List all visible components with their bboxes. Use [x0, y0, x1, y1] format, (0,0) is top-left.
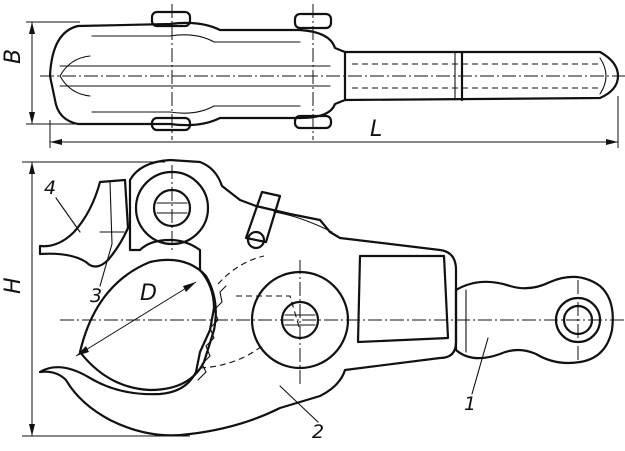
dimension-l: L	[49, 96, 619, 148]
top-bolt-head-1	[150, 10, 192, 28]
top-view	[40, 4, 625, 140]
dimension-h: H	[1, 161, 190, 437]
callout-4: 4	[44, 177, 56, 199]
lower-jaw-body	[38, 158, 458, 437]
cutting-cavity	[78, 258, 217, 392]
side-view	[38, 158, 625, 437]
side-handle	[454, 275, 614, 365]
dimension-b-label: B	[1, 49, 26, 64]
dimension-l-label: L	[370, 117, 382, 142]
dimension-d: D	[75, 281, 197, 357]
upper-jaw	[38, 178, 130, 268]
top-view-head-outline	[48, 21, 347, 127]
dimension-d-label: D	[140, 281, 157, 306]
dimension-b: B	[1, 21, 80, 125]
body-window	[356, 254, 450, 344]
callouts: 4 3 2 1	[44, 177, 489, 443]
pawl-lever	[244, 190, 282, 244]
bottom-bolt-head-1	[150, 116, 192, 132]
callout-2: 2	[312, 421, 324, 443]
callout-1: 1	[464, 393, 476, 415]
callout-3: 3	[90, 285, 102, 307]
dimension-h-label: H	[1, 277, 26, 294]
